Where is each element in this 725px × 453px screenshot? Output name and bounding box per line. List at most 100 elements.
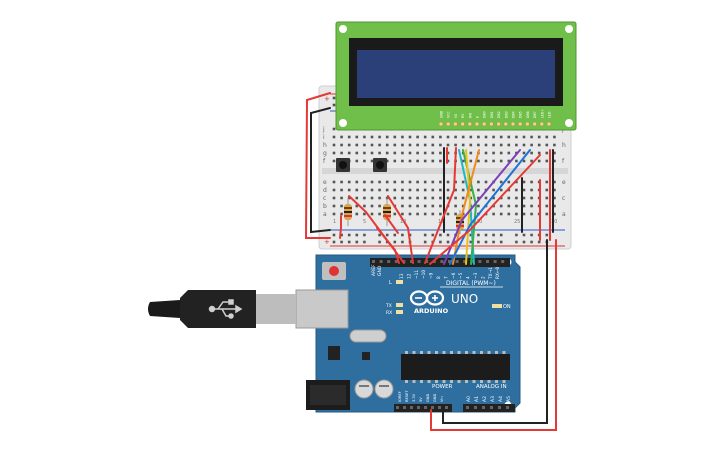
breadboard-hole [370, 212, 374, 216]
wire-red-res2 [376, 227, 400, 264]
breadboard-hole [355, 188, 359, 192]
lcd-mount-hole [565, 25, 573, 33]
row-letter-i: i [323, 134, 325, 141]
breadboard-hole [530, 196, 533, 200]
rail-hole [469, 233, 473, 237]
breadboard-hole [507, 204, 511, 208]
chip-pin [405, 351, 408, 354]
breadboard-hole [530, 159, 533, 163]
breadboard-hole [530, 143, 533, 147]
chip-pin [502, 351, 506, 354]
header-pin [490, 406, 493, 409]
breadboard-hole [530, 188, 533, 192]
breadboard-hole [431, 204, 435, 208]
pushbutton-1[interactable] [336, 158, 350, 172]
rail-hole [537, 240, 541, 244]
rail-hole [385, 233, 389, 237]
breadboard-hole [530, 135, 533, 139]
wire-lcd-yellow [465, 149, 472, 265]
rail-hole [340, 233, 343, 237]
breadboard-hole [347, 196, 351, 200]
breadboard-hole [370, 151, 374, 155]
rail-minus-sign: - [562, 225, 565, 234]
reset-button-cap[interactable] [329, 266, 339, 276]
rail-hole [393, 240, 397, 244]
breadboard-hole [423, 196, 427, 200]
lcd-pin-label: LED- [548, 111, 552, 118]
breadboard-hole [499, 188, 503, 192]
voltage-regulator [328, 346, 340, 360]
breadboard-hole [553, 135, 556, 139]
row-letter-h-right: h [562, 142, 566, 149]
breadboard-hole [477, 196, 480, 200]
header-pin [501, 260, 505, 263]
breadboard-hole [499, 143, 503, 147]
breadboard-hole [408, 180, 412, 184]
chip-pin [465, 380, 468, 383]
pushbutton-2[interactable] [373, 158, 387, 172]
breadboard-hole [439, 196, 442, 200]
breadboard-hole [370, 188, 374, 192]
row-letter-e-right: e [562, 179, 566, 186]
chip-pin [480, 380, 483, 383]
digital-pin-label: 8 [436, 276, 442, 279]
breadboard-hole [370, 159, 374, 163]
lcd-pin-label: DB2 [497, 111, 501, 118]
rail-hole [499, 233, 503, 237]
breadboard-hole [492, 188, 495, 192]
breadboard-hole [431, 188, 435, 192]
wire-lcd-purple [443, 149, 521, 265]
arduino-brand-label: ARDUINO [414, 307, 449, 315]
breadboard-hole [355, 159, 359, 163]
header-pin [445, 406, 448, 409]
breadboard-hole [393, 135, 397, 139]
breadboard-hole [492, 135, 495, 139]
breadboard-hole [461, 159, 465, 163]
header-pin [410, 406, 413, 409]
breadboard-hole [553, 159, 556, 163]
breadboard-hole [340, 188, 343, 192]
l-led [396, 280, 403, 284]
header-pin [425, 260, 429, 263]
breadboard-hole [499, 180, 503, 184]
breadboard-hole [408, 159, 412, 163]
wires [304, 92, 557, 431]
breadboard-hole [332, 135, 336, 139]
breadboard-hole [446, 180, 450, 184]
breadboard-hole [522, 196, 526, 200]
breadboard-hole [393, 196, 397, 200]
lcd-pin-label: DB5 [519, 111, 523, 118]
breadboard-hole [401, 159, 404, 163]
breadboard-hole [393, 151, 397, 155]
col-num-1: 1 [333, 219, 336, 225]
usb-cable[interactable] [148, 289, 349, 329]
chip-pin [412, 351, 416, 354]
breadboard-hole [469, 135, 473, 139]
breadboard-hole [416, 143, 419, 147]
chip-pin [435, 351, 438, 354]
breadboard-hole [385, 180, 389, 184]
lcd-screen [357, 50, 555, 98]
power-pin-label: RESET [405, 390, 409, 402]
header-pin [466, 406, 469, 409]
power-header [394, 404, 452, 412]
header-pin [403, 406, 406, 409]
breadboard-hole [469, 159, 473, 163]
breadboard-hole [431, 135, 435, 139]
row-letter-c-right: c [562, 195, 565, 202]
chip-pin [450, 351, 453, 354]
analog-pin-label: A4 [498, 396, 504, 402]
lcd-pin-label: RW [468, 112, 472, 118]
breadboard-hole [423, 180, 427, 184]
analog-pin-label: A5 [506, 396, 512, 402]
chip-pin [457, 380, 461, 383]
breadboard-hole [340, 196, 343, 200]
header-pin [506, 406, 509, 409]
rail-hole [332, 96, 336, 100]
breadboard-hole [484, 180, 488, 184]
lcd-pin [517, 121, 523, 127]
breadboard-hole [401, 204, 404, 208]
lcd-pin-label: VCC [447, 111, 451, 118]
usb-plug-metal [256, 294, 296, 324]
aref-label: AREF [371, 264, 377, 276]
